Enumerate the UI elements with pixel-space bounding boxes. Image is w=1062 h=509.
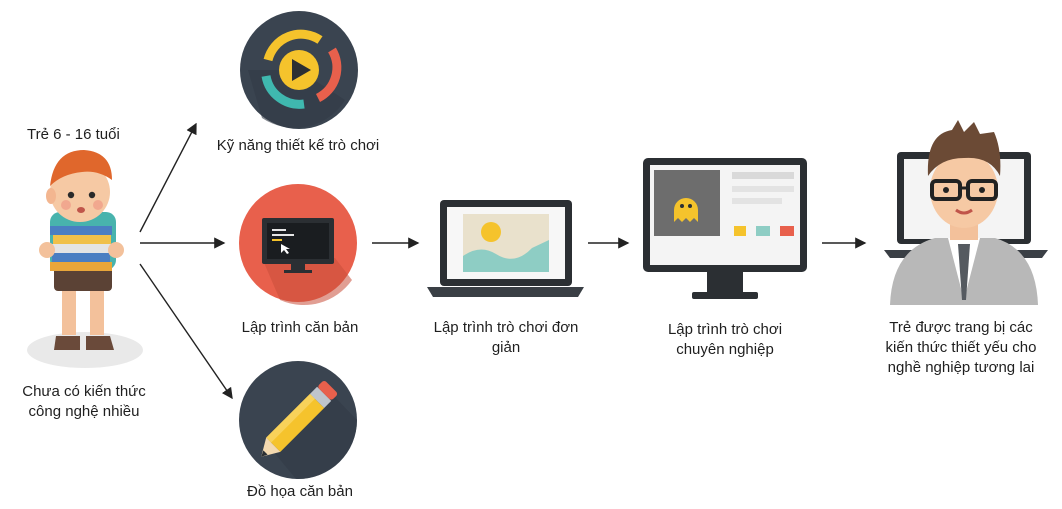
pencil-icon [261, 380, 338, 457]
arrows [139, 122, 867, 400]
skill-basic-programming-label: Lập trình căn bản [241, 319, 359, 336]
child-caption: Chưa có kiến thức công nghệ nhiều [22, 383, 146, 420]
skill-basic-graphics-label: Đồ họa căn bản [247, 483, 353, 500]
professional-illustration [884, 120, 1048, 305]
laptop-illustration [427, 200, 584, 297]
basic-graphics-icon-circle [239, 361, 358, 480]
basic-programming-icon-circle [239, 184, 357, 306]
skill-game-design-label: Kỹ năng thiết kế trò chơi [216, 137, 380, 154]
step-simple-game-label: Lập trình trò chơi đơn giản [433, 319, 579, 356]
arrow-to-basic-graphics [139, 263, 233, 400]
step-pro-game-label: Lập trình trò chơi chuyên nghiệp [667, 321, 783, 358]
desktop-monitor-illustration [643, 158, 807, 299]
child-illustration [27, 150, 143, 368]
arrow-to-game-design [139, 122, 197, 233]
child-age-label: Trẻ 6 - 16 tuổi [27, 126, 120, 143]
game-design-icon-circle [240, 11, 358, 129]
play-cycle-icon [261, 29, 342, 109]
outcome-label: Trẻ được trang bị các kiến thức thiết yế… [885, 319, 1037, 376]
monitor-code-icon [262, 218, 334, 273]
